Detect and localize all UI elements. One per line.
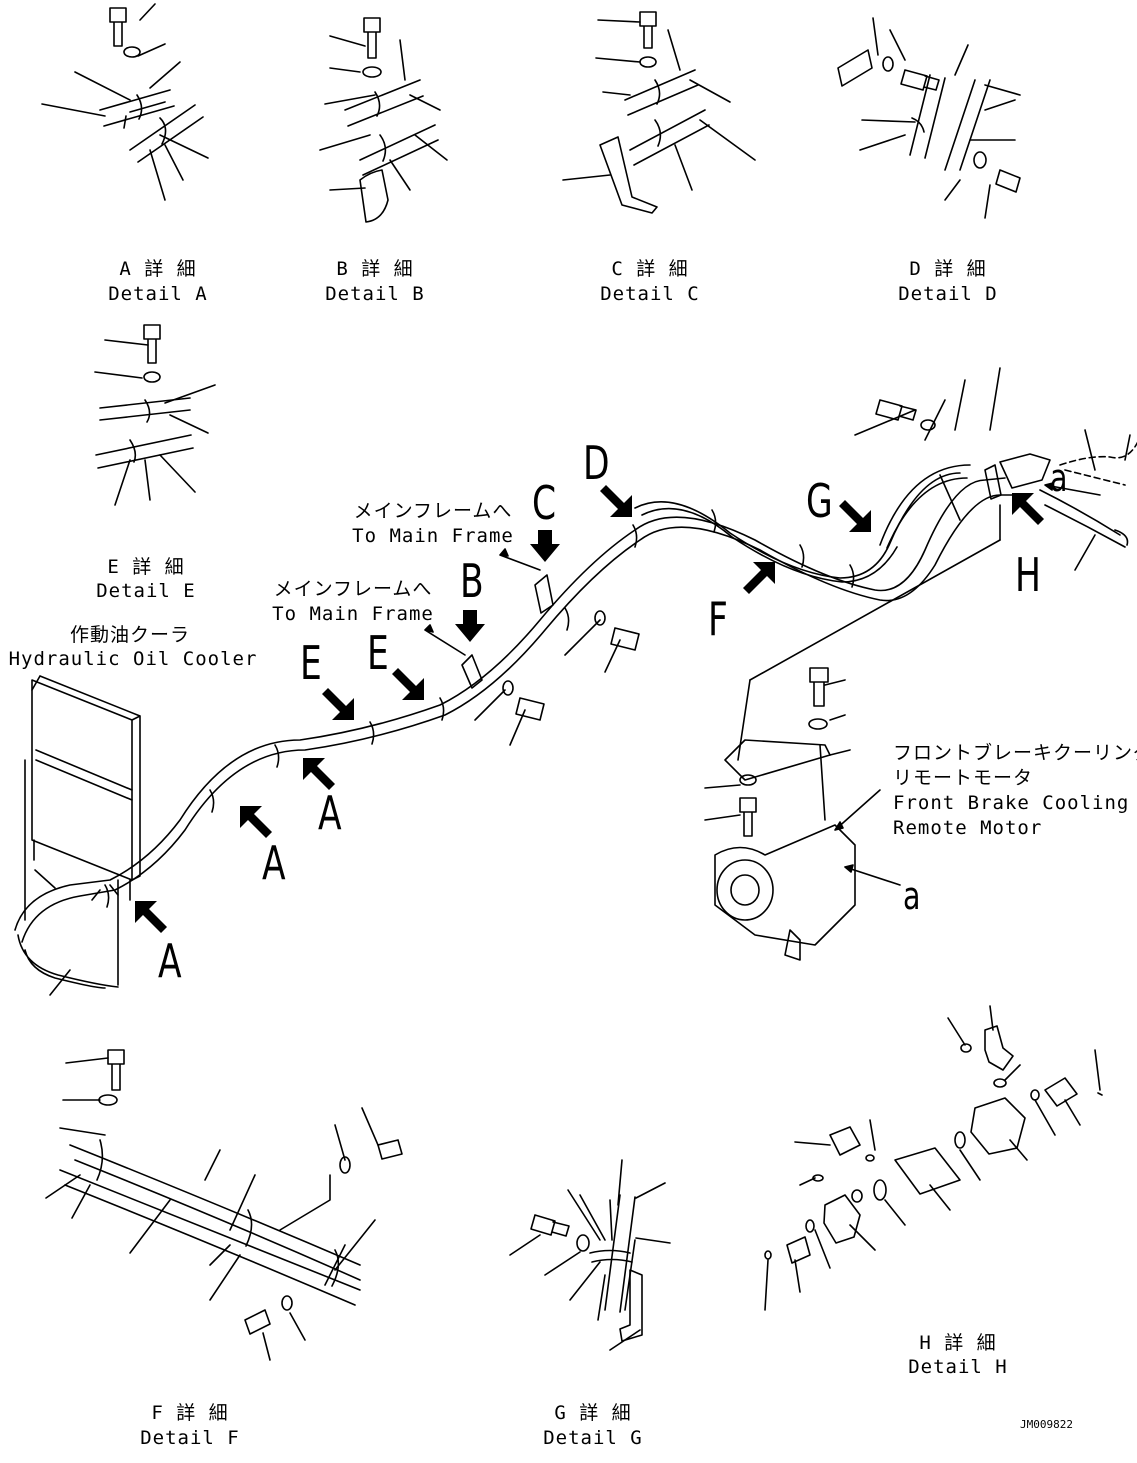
detail-f-title-en: Detail F bbox=[140, 1427, 240, 1449]
leader-lines bbox=[424, 548, 541, 656]
view-letter-a-small-1: a bbox=[1050, 456, 1068, 500]
remote-motor-drawing bbox=[704, 482, 1101, 961]
view-letter-f: F bbox=[708, 592, 728, 646]
detail-d-title-jp: D 詳 細 bbox=[909, 258, 987, 280]
detail-b-title-en: Detail B bbox=[325, 283, 425, 305]
view-letter-a-1: A bbox=[318, 786, 342, 840]
detail-h-title-jp: H 詳 細 bbox=[919, 1332, 997, 1354]
detail-c-title-en: Detail C bbox=[600, 283, 700, 305]
view-letter-b: B bbox=[460, 554, 484, 608]
detail-g-drawing bbox=[509, 1159, 671, 1351]
detail-a-title-en: Detail A bbox=[108, 283, 208, 305]
view-letter-e-2: E bbox=[367, 626, 389, 680]
detail-c-drawing bbox=[562, 11, 756, 214]
remote-motor-label-jp-2: リモートモータ bbox=[893, 767, 1034, 789]
detail-c-title-jp: C 詳 細 bbox=[611, 258, 689, 280]
to-main-frame-label-1-en: To Main Frame bbox=[352, 525, 514, 547]
detail-e-drawing bbox=[94, 324, 216, 506]
detail-b-title-jp: B 詳 細 bbox=[336, 258, 414, 280]
remote-motor-label-en-2: Remote Motor bbox=[893, 817, 1043, 839]
to-main-frame-label-1-jp: メインフレームへ bbox=[353, 500, 513, 522]
hydraulic-oil-cooler-label-jp: 作動油クーラ bbox=[70, 624, 191, 646]
hose-route-drawing bbox=[14, 367, 1137, 996]
remote-motor-label-en-1: Front Brake Cooling bbox=[893, 792, 1130, 814]
detail-g-title-jp: G 詳 細 bbox=[554, 1402, 632, 1424]
detail-g-title-en: Detail G bbox=[543, 1427, 643, 1449]
detail-d-title-en: Detail D bbox=[898, 283, 998, 305]
to-main-frame-label-2-jp: メインフレームへ bbox=[273, 578, 433, 600]
view-letter-g: G bbox=[806, 474, 833, 528]
detail-a-title-jp: A 詳 細 bbox=[119, 258, 197, 280]
view-letter-d: D bbox=[583, 436, 610, 490]
drawing-code: JM009822 bbox=[1020, 1418, 1073, 1431]
detail-e-title-en: Detail E bbox=[96, 580, 196, 602]
detail-f-title-jp: F 詳 細 bbox=[151, 1402, 229, 1424]
to-main-frame-label-2-en: To Main Frame bbox=[272, 603, 434, 625]
detail-h-drawing bbox=[764, 1005, 1103, 1311]
hydraulic-oil-cooler-label-en: Hydraulic Oil Cooler bbox=[8, 648, 258, 670]
detail-b-drawing bbox=[319, 17, 448, 223]
view-letter-a-small-2: a bbox=[903, 874, 921, 918]
hydraulic-oil-cooler-drawing bbox=[24, 675, 141, 986]
view-letter-c: C bbox=[532, 476, 557, 530]
detail-a-drawing bbox=[41, 3, 209, 201]
detail-f-drawing bbox=[45, 1049, 403, 1361]
detail-e-title-jp: E 詳 細 bbox=[107, 556, 185, 578]
view-arrows bbox=[135, 485, 1044, 933]
remote-motor-label-jp-1: フロントブレーキクーリング bbox=[893, 742, 1137, 764]
view-letter-e-1: E bbox=[300, 636, 322, 690]
view-letter-h: H bbox=[1015, 548, 1041, 602]
detail-d-drawing bbox=[837, 17, 1021, 219]
view-letter-a-2: A bbox=[262, 836, 286, 890]
detail-h-title-en: Detail H bbox=[908, 1356, 1008, 1378]
view-letter-a-3: A bbox=[158, 934, 182, 988]
